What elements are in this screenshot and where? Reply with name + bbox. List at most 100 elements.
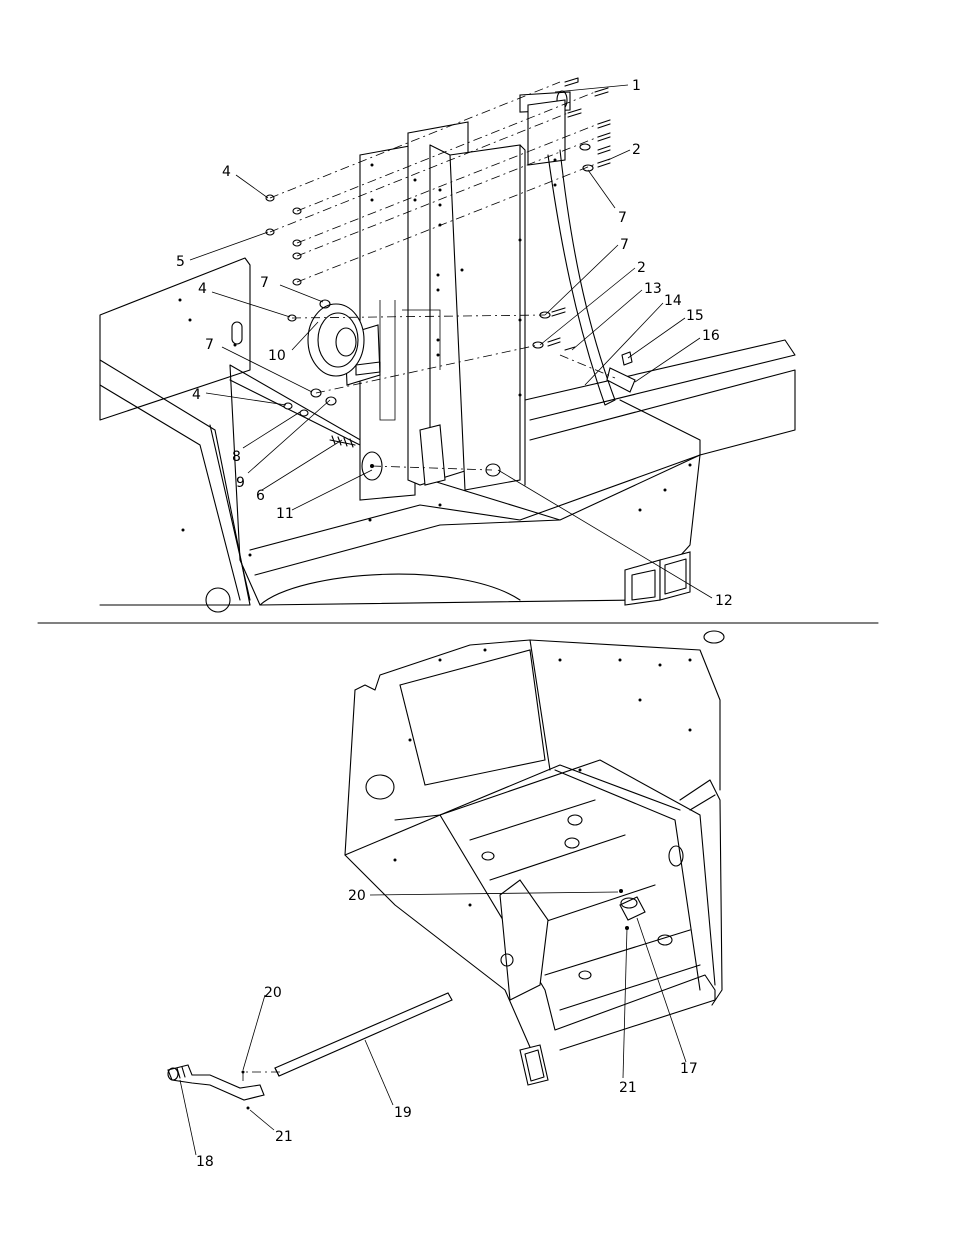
gearbox-hub: [500, 953, 514, 967]
gearbox-plate: [499, 879, 549, 1001]
ramp-top-plate: [527, 99, 566, 166]
spring-coils: [331, 435, 354, 448]
roll-pin-upper: [619, 889, 623, 893]
callout-7c: 7: [260, 275, 269, 291]
callout-16: 16: [702, 328, 720, 344]
housing-fold: [529, 639, 551, 771]
rear-post: [359, 144, 416, 501]
washer-b: [582, 164, 594, 172]
crank-knob-grip: [176, 1066, 186, 1079]
frame-hole: [205, 587, 231, 613]
right-rail-upper: [524, 339, 796, 421]
right-rail-lower: [529, 369, 796, 456]
callout-20b: 20: [264, 985, 282, 1001]
washer-e: [319, 299, 331, 309]
base-cutout: [259, 573, 521, 606]
hidden-line-b: [402, 309, 441, 370]
callout-4: 4: [222, 164, 231, 180]
tube-stub-right-inner: [664, 558, 687, 595]
callout-1: 1: [632, 78, 641, 94]
front-post-edge: [519, 144, 526, 486]
centerline-10: [559, 354, 616, 379]
tensioner-bracket: [419, 424, 446, 486]
bolt-i: [547, 337, 561, 347]
centerline-4: [296, 123, 599, 244]
bottom-tube-stub: [519, 1044, 549, 1086]
nut-group-left: [265, 194, 337, 417]
housing-top-edge: [354, 639, 721, 791]
callout-18: 18: [196, 1154, 214, 1170]
channel-rib-2: [489, 834, 626, 881]
housing-left-edge: [344, 689, 541, 1071]
nut-h: [283, 402, 293, 410]
leaders-bottom: [179, 891, 687, 1156]
callouts-top: 1 2 7 7 2 13 14 15 16 4 5 7 4 10 7 4 8 9…: [176, 78, 733, 609]
channel-rib-1: [469, 799, 596, 841]
callout-7b: 7: [620, 237, 629, 253]
callout-20: 20: [348, 888, 366, 904]
bottom-assembly-view: 20 17 21 20 19 21 18: [167, 630, 725, 1170]
ramp-foot-bolt: [621, 351, 633, 366]
coupler-roller: [619, 896, 646, 921]
top-assembly-view: 1 2 7 7 2 13 14 15 16 4 5 7 4 10 7 4 8 9…: [99, 77, 796, 613]
crank-knob-end: [167, 1067, 179, 1081]
right-flange-lip: [689, 794, 716, 811]
callout-7: 7: [618, 210, 627, 226]
rivets-bottom: [393, 648, 692, 907]
callout-6: 6: [256, 488, 265, 504]
washer-d: [532, 341, 544, 349]
hidden-line-a: [379, 300, 396, 421]
crank-pin-lower: [246, 1106, 250, 1110]
callout-21b: 21: [275, 1129, 293, 1145]
housing-port-top: [703, 630, 725, 644]
ramp-curved-leg: [547, 149, 616, 406]
bolt-f: [597, 145, 611, 155]
channel-frame: [394, 814, 716, 1051]
centerline-7: [291, 314, 546, 319]
nut-i: [299, 409, 309, 417]
centerline-5: [296, 136, 599, 257]
housing-lower-ledge: [344, 764, 681, 856]
washer-a: [579, 143, 591, 151]
callout-10: 10: [268, 348, 286, 364]
callout-15: 15: [686, 308, 704, 324]
housing-panel: [399, 649, 546, 786]
callout-8: 8: [232, 449, 241, 465]
coupler-roller-end: [620, 897, 638, 909]
left-frame-inner: [99, 384, 241, 601]
channel-side: [554, 769, 701, 991]
callout-9: 9: [236, 475, 245, 491]
centerline-3: [269, 112, 569, 233]
callout-7d: 7: [205, 337, 214, 353]
callout-17: 17: [680, 1061, 698, 1077]
callout-19: 19: [394, 1105, 412, 1121]
right-flange-bearing: [668, 845, 684, 867]
housing-port: [365, 774, 395, 800]
left-side-wall: [99, 257, 251, 421]
right-rail-brace: [619, 399, 701, 456]
bolt-b: [594, 87, 609, 97]
bolt-group-top: [532, 77, 611, 351]
right-flange: [679, 779, 723, 1006]
leaders-top: [189, 84, 713, 599]
ramp-foot-plate: [606, 367, 636, 393]
left-lower-frame: [99, 359, 251, 606]
rivets-top: [178, 158, 692, 557]
winch-shaft: [355, 361, 381, 376]
channel-rib-4: [544, 929, 691, 976]
washer-f: [310, 388, 322, 398]
bolt-j: [564, 346, 576, 351]
callout-4c: 4: [192, 387, 201, 403]
channel-hole-4: [657, 934, 673, 946]
left-frame-edge: [209, 424, 251, 601]
bottom-tube-stub-inner: [524, 1049, 545, 1082]
winch-hub: [335, 327, 357, 357]
bolt-e: [597, 132, 611, 142]
bolt-h: [551, 307, 566, 317]
callout-11: 11: [276, 506, 294, 522]
callout-4b: 4: [198, 281, 207, 297]
tube-stub-left-inner: [631, 569, 656, 601]
callout-21: 21: [619, 1080, 637, 1096]
callout-13: 13: [644, 281, 662, 297]
